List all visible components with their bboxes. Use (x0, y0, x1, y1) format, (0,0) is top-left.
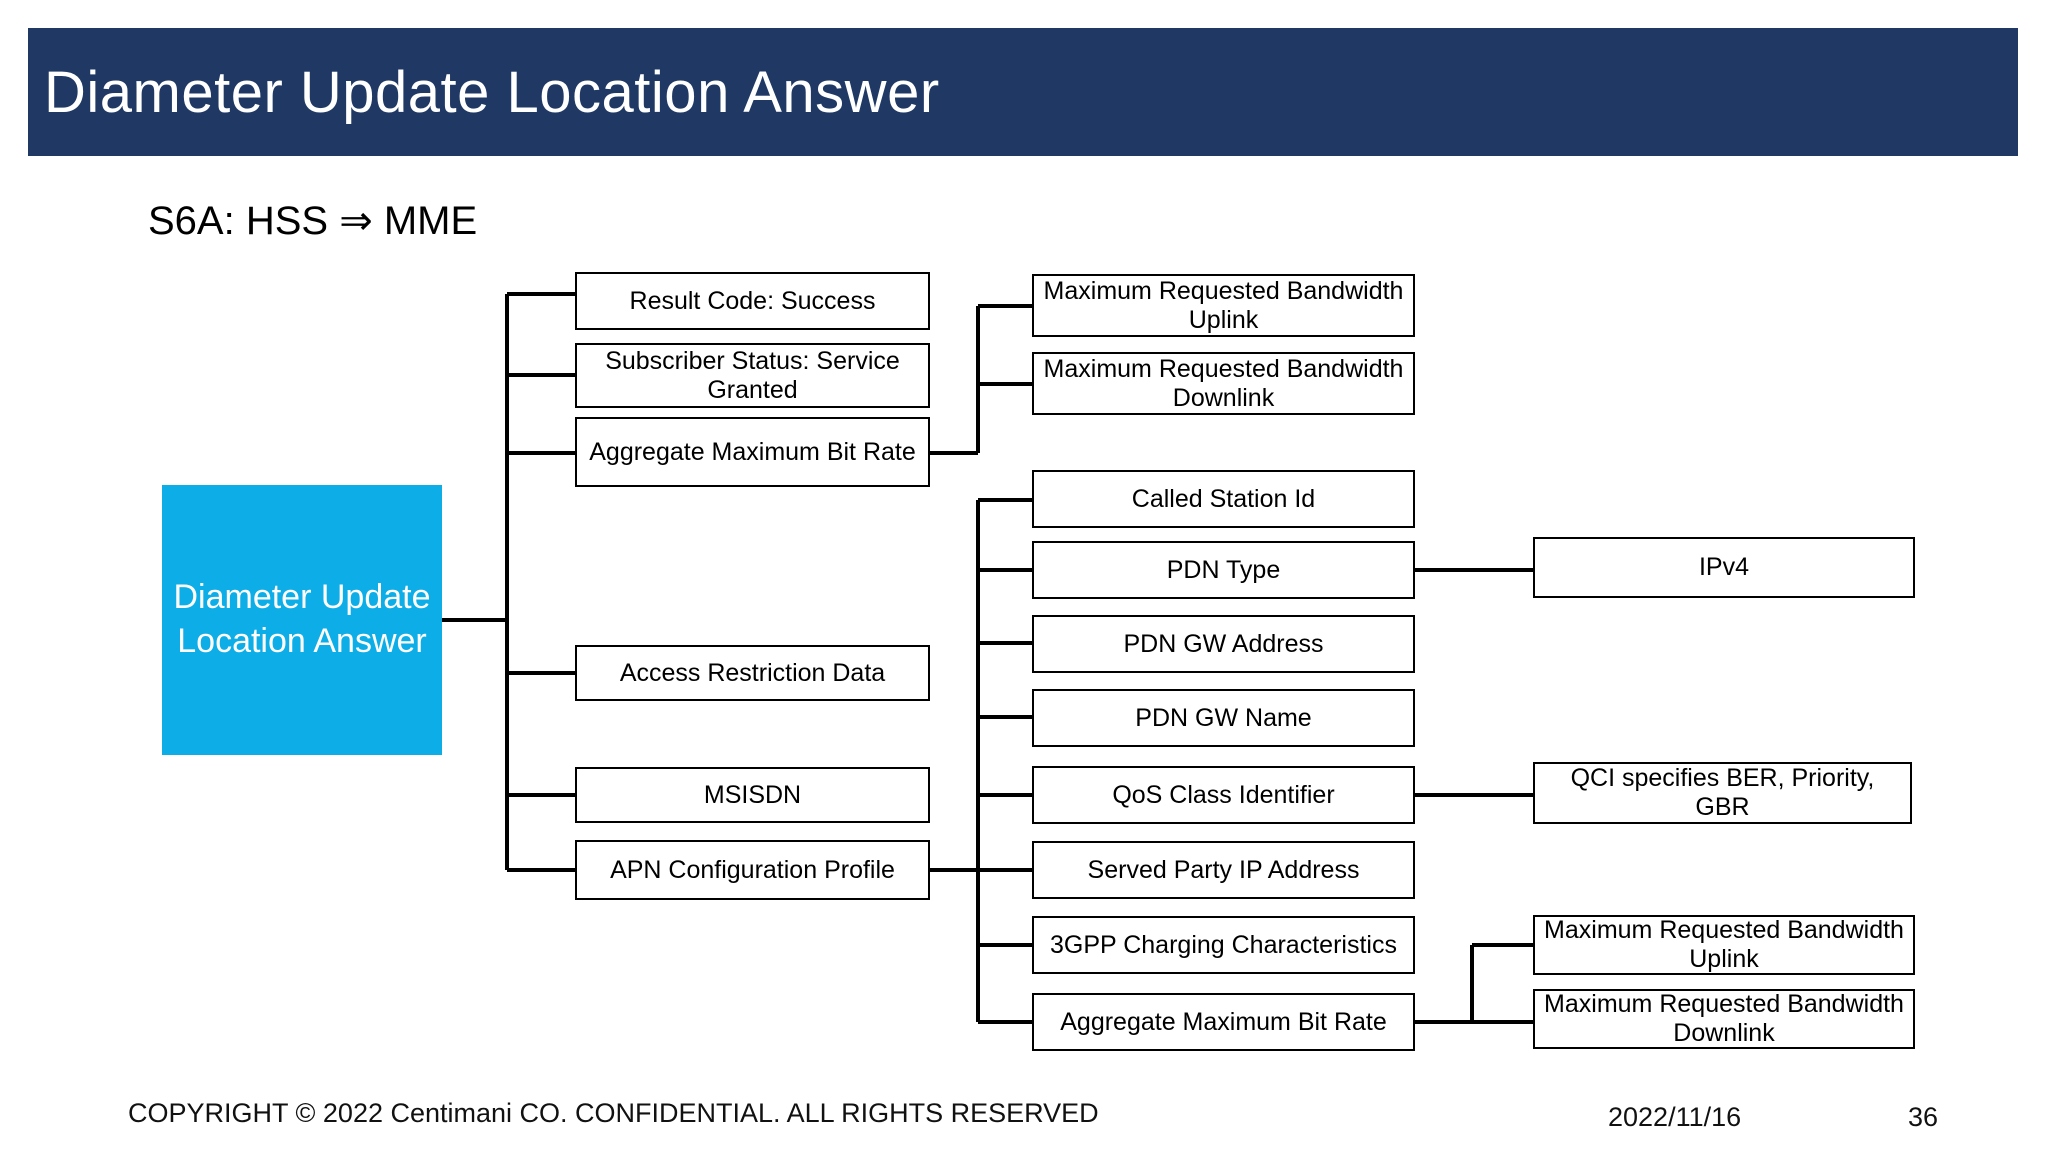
node-qos-class-identifier[interactable]: QoS Class Identifier (1032, 766, 1415, 824)
node-root-diameter-update-location-answer[interactable]: Diameter Update Location Answer (162, 485, 442, 755)
node-pdn-gw-name[interactable]: PDN GW Name (1032, 689, 1415, 747)
slide-subtitle: S6A: HSS ⇒ MME (148, 199, 478, 243)
node-aggregate-maximum-bit-rate-level2[interactable]: Aggregate Maximum Bit Rate (1032, 993, 1415, 1051)
node-pdn-gw-address[interactable]: PDN GW Address (1032, 615, 1415, 673)
node-maximum-requested-bandwidth-uplink-ambr[interactable]: Maximum Requested Bandwidth Uplink (1032, 274, 1415, 337)
node-access-restriction-data[interactable]: Access Restriction Data (575, 645, 930, 701)
node-aggregate-maximum-bit-rate-level1[interactable]: Aggregate Maximum Bit Rate (575, 417, 930, 487)
page-title: Diameter Update Location Answer (44, 59, 940, 125)
node-3gpp-charging-characteristics[interactable]: 3GPP Charging Characteristics (1032, 916, 1415, 974)
footer-date: 2022/11/16 (1608, 1102, 1742, 1132)
footer-page-number: 36 (1908, 1102, 1939, 1132)
node-result-code-success[interactable]: Result Code: Success (575, 272, 930, 330)
node-pdn-type[interactable]: PDN Type (1032, 541, 1415, 599)
node-apn-configuration-profile[interactable]: APN Configuration Profile (575, 840, 930, 900)
footer-copyright: COPYRIGHT © 2022 Centimani CO. CONFIDENT… (128, 1098, 1099, 1128)
node-msisdn[interactable]: MSISDN (575, 767, 930, 823)
node-qci-specifies-ber-priority-gbr[interactable]: QCI specifies BER, Priority, GBR (1533, 762, 1912, 824)
node-ipv4[interactable]: IPv4 (1533, 537, 1915, 598)
node-called-station-id[interactable]: Called Station Id (1032, 470, 1415, 528)
node-maximum-requested-bandwidth-downlink-level3[interactable]: Maximum Requested Bandwidth Downlink (1533, 989, 1915, 1049)
node-subscriber-status-service-granted[interactable]: Subscriber Status: Service Granted (575, 343, 930, 408)
node-served-party-ip-address[interactable]: Served Party IP Address (1032, 841, 1415, 899)
node-maximum-requested-bandwidth-downlink-ambr[interactable]: Maximum Requested Bandwidth Downlink (1032, 352, 1415, 415)
slide-title-bar: Diameter Update Location Answer (28, 28, 2018, 156)
node-maximum-requested-bandwidth-uplink-level3[interactable]: Maximum Requested Bandwidth Uplink (1533, 915, 1915, 975)
